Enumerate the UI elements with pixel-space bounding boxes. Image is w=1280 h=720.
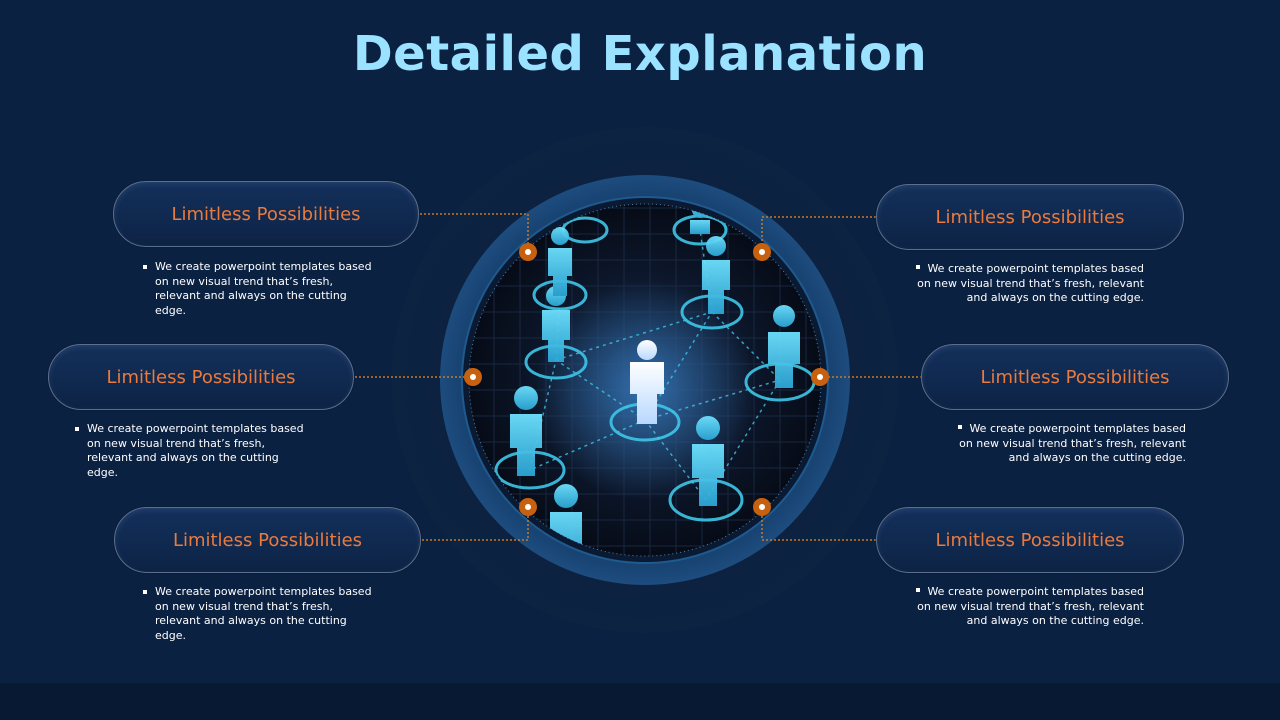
pill-right-top: Limitless Possibilities [876,184,1184,250]
network-core [469,204,821,556]
page-title: Detailed Explanation [352,26,928,82]
pill-right-bottom: Limitless Possibilities [876,507,1184,573]
pill-label: Limitless Possibilities [106,366,296,388]
description-left-bottom: We create powerpoint templates based on … [143,585,379,643]
description-text: We create powerpoint templates based on … [950,422,1186,466]
description-text: We create powerpoint templates based on … [143,260,379,318]
pill-label: Limitless Possibilities [980,366,1170,388]
description-text: We create powerpoint templates based on … [908,585,1144,629]
description-text: We create powerpoint templates based on … [143,585,379,643]
pill-label: Limitless Possibilities [172,529,363,551]
description-right-middle: We create powerpoint templates based on … [950,422,1186,466]
description-left-middle: We create powerpoint templates based on … [75,422,311,480]
pill-label: Limitless Possibilities [935,206,1125,228]
pill-left-top: Limitless Possibilities [113,181,419,247]
description-text: We create powerpoint templates based on … [75,422,311,480]
footer-band [0,683,1280,720]
pill-left-middle: Limitless Possibilities [48,344,354,410]
pill-label: Limitless Possibilities [935,529,1125,551]
pill-right-middle: Limitless Possibilities [921,344,1229,410]
description-left-top: We create powerpoint templates based on … [143,260,379,318]
description-right-bottom: We create powerpoint templates based on … [908,585,1144,629]
description-right-top: We create powerpoint templates based on … [908,262,1144,306]
connector-dots [464,243,829,516]
pill-left-bottom: Limitless Possibilities [114,507,421,573]
description-text: We create powerpoint templates based on … [908,262,1144,306]
connector-lines [355,213,922,541]
pill-label: Limitless Possibilities [171,203,361,225]
